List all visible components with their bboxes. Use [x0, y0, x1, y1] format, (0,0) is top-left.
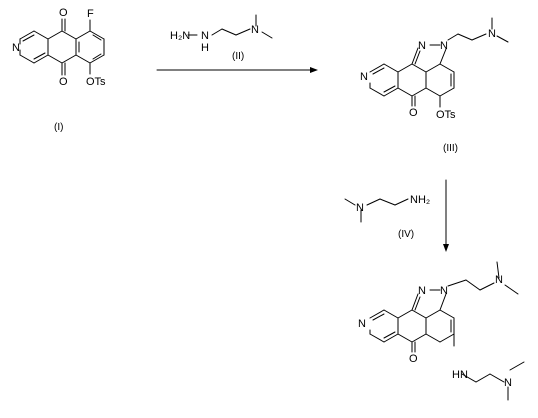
atom-N2: N	[440, 285, 448, 297]
atom-OTs: OTs	[436, 109, 456, 121]
compound-label-I: (I)	[54, 122, 63, 133]
compound-V: N N N N O HN N	[358, 261, 525, 401]
compound-III: N N N N O OTs (III)	[360, 17, 509, 154]
atom-N-dimethyl: N	[495, 274, 503, 286]
reagent-IV: N NH₂ (IV)	[344, 194, 430, 240]
atom-H2N: H₂N	[170, 30, 190, 42]
atom-N-pyridine: N	[358, 318, 366, 330]
atom-NH2: NH₂	[410, 194, 430, 206]
atom-N1: N	[418, 40, 426, 52]
atom-H: H	[201, 42, 209, 54]
reaction-arrow-1	[156, 67, 318, 73]
atom-N: N	[12, 42, 20, 54]
reaction-arrow-2	[443, 179, 449, 252]
compound-label-III: (III)	[443, 143, 458, 154]
compound-label-IV: (IV)	[398, 229, 414, 240]
compound-I: N O O F OTs (I)	[12, 7, 106, 133]
reagent-II: H₂N N H N (II)	[170, 14, 273, 62]
atom-NH: N	[201, 30, 209, 42]
atom-O: O	[409, 353, 418, 365]
atom-O-bottom: O	[59, 76, 68, 88]
atom-O: O	[409, 107, 418, 119]
compound-label-II: (II)	[232, 51, 244, 62]
atom-N-pyridine: N	[360, 71, 368, 83]
atom-F: F	[87, 8, 94, 20]
atom-OTs: OTs	[86, 76, 106, 88]
atom-N-dimethyl: N	[488, 28, 496, 40]
atom-N-dimethyl: N	[251, 24, 259, 36]
atom-HN: HN	[452, 369, 468, 381]
atom-N-side: N	[504, 377, 512, 389]
atom-N2: N	[440, 40, 448, 52]
atom-O-top: O	[59, 7, 68, 19]
atom-N1: N	[418, 285, 426, 297]
atom-N: N	[356, 202, 364, 214]
